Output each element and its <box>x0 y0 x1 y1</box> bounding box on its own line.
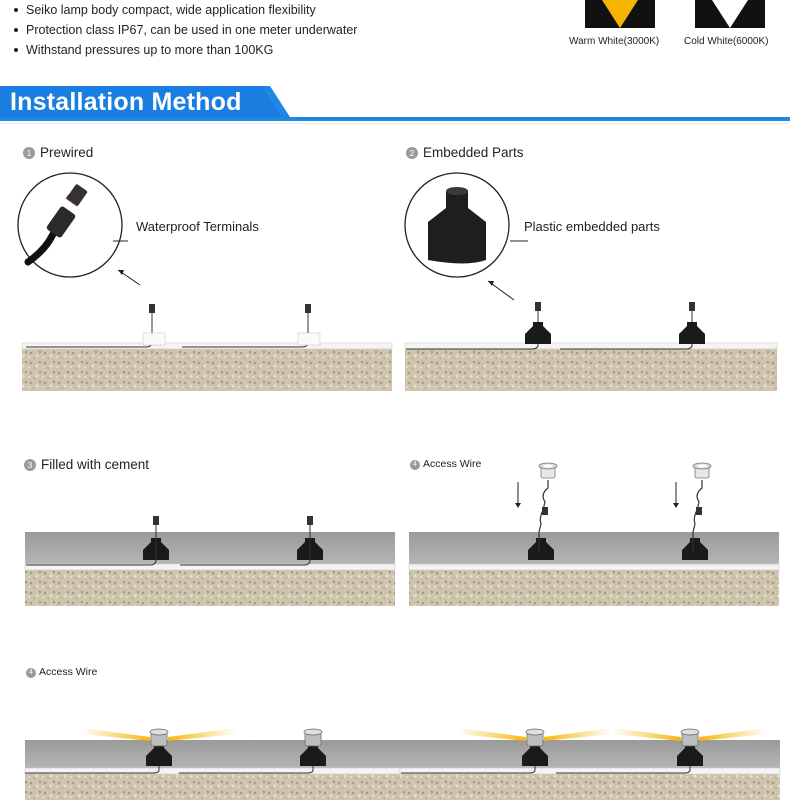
feature-list: Seiko lamp body compact, wide applicatio… <box>10 0 357 60</box>
feature-item: Protection class IP67, can be used in on… <box>10 20 357 40</box>
plastic-embedded-parts-callout: Plastic embedded parts <box>524 219 660 234</box>
lit-lamps-scene <box>24 728 781 800</box>
warm-white-label: Warm White(3000K) <box>569 36 660 47</box>
waterproof-terminals-callout: Waterproof Terminals <box>136 219 259 234</box>
section-title: Installation Method <box>10 88 242 116</box>
feature-item: Withstand pressures up to more than 100K… <box>10 40 357 60</box>
section-banner <box>0 86 790 124</box>
cement-scene <box>24 516 396 606</box>
feature-item: Seiko lamp body compact, wide applicatio… <box>10 0 357 20</box>
warm-white-swatch <box>585 0 655 28</box>
cold-white-swatch <box>695 0 765 28</box>
embedded-parts-scene <box>404 172 778 391</box>
prewired-scene <box>17 172 393 391</box>
access-wire-scene <box>408 462 780 606</box>
cold-white-label: Cold White(6000K) <box>684 36 769 47</box>
